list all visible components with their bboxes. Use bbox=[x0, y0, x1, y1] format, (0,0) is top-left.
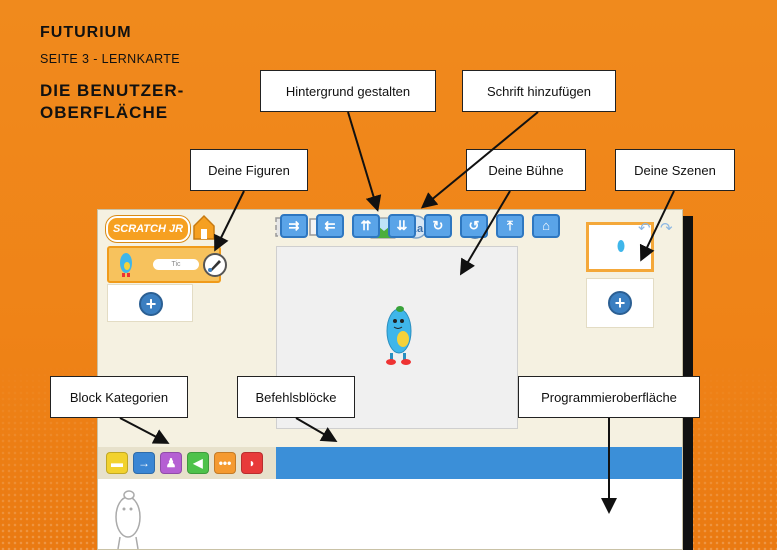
block-move-right-icon[interactable]: ⇉ bbox=[280, 214, 308, 238]
category-sound-icon[interactable]: ◀ bbox=[187, 452, 209, 474]
character-outline-icon bbox=[115, 490, 141, 549]
category-end-icon[interactable]: ◗ bbox=[241, 452, 263, 474]
block-turn-right-icon[interactable]: ↻ bbox=[424, 214, 452, 238]
block-move-left-icon[interactable]: ⇇ bbox=[316, 214, 344, 238]
page-title-line-1: DIE BENUTZER- bbox=[40, 81, 185, 100]
block-go-home-icon[interactable]: ⌂ bbox=[532, 214, 560, 238]
block-hop-icon[interactable]: ⤒ bbox=[496, 214, 524, 238]
page-title-line-2: OBERFLÄCHE bbox=[40, 103, 169, 122]
callout-kategorien: Block Kategorien bbox=[50, 376, 188, 418]
callout-figuren: Deine Figuren bbox=[190, 149, 308, 191]
brand-logo: FUTURIUM bbox=[40, 24, 132, 41]
block-categories: ▬ → ♟ ◀ ••• ◗ bbox=[98, 447, 276, 479]
undo-icon[interactable]: ↶ bbox=[638, 220, 651, 237]
category-triggering-icon[interactable]: ▬ bbox=[106, 452, 128, 474]
sprite-thumbnail-icon bbox=[120, 253, 132, 277]
category-control-icon[interactable]: ••• bbox=[214, 452, 236, 474]
page-subtitle: SEITE 3 - LERNKARTE bbox=[40, 52, 181, 66]
programming-area[interactable] bbox=[98, 479, 682, 549]
callout-buehne: Deine Bühne bbox=[466, 149, 586, 191]
callout-szenen: Deine Szenen bbox=[615, 149, 735, 191]
paint-brush-icon[interactable] bbox=[203, 253, 227, 277]
block-move-down-icon[interactable]: ⇊ bbox=[388, 214, 416, 238]
callout-befehle: Befehlsblöcke bbox=[237, 376, 355, 418]
category-looks-icon[interactable]: ♟ bbox=[160, 452, 182, 474]
callout-hintergrund: Hintergrund gestalten bbox=[260, 70, 436, 112]
block-move-up-icon[interactable]: ⇈ bbox=[352, 214, 380, 238]
sprite-name-label[interactable]: Tic bbox=[153, 259, 199, 270]
add-scene-tile: + bbox=[586, 278, 654, 328]
add-scene-button[interactable]: + bbox=[608, 291, 632, 315]
category-motion-icon[interactable]: → bbox=[133, 452, 155, 474]
arrow-hintergrund bbox=[347, 111, 382, 212]
callout-programmier: Programmieroberfläche bbox=[518, 376, 700, 418]
redo-icon[interactable]: ↷ bbox=[660, 220, 673, 237]
add-sprite-button[interactable]: + bbox=[139, 292, 163, 316]
page-title: DIE BENUTZER- OBERFLÄCHE bbox=[40, 80, 184, 124]
cat-character-icon[interactable] bbox=[381, 305, 417, 367]
block-turn-left-icon[interactable]: ↺ bbox=[460, 214, 488, 238]
add-sprite-tile: + bbox=[107, 284, 193, 322]
home-icon[interactable] bbox=[192, 214, 216, 240]
scene-character-icon bbox=[617, 240, 625, 252]
scratchjr-logo: SCRATCH JR bbox=[106, 216, 190, 242]
sprite-card[interactable]: Tic bbox=[107, 246, 227, 283]
callout-schrift: Schrift hinzufügen bbox=[462, 70, 616, 112]
